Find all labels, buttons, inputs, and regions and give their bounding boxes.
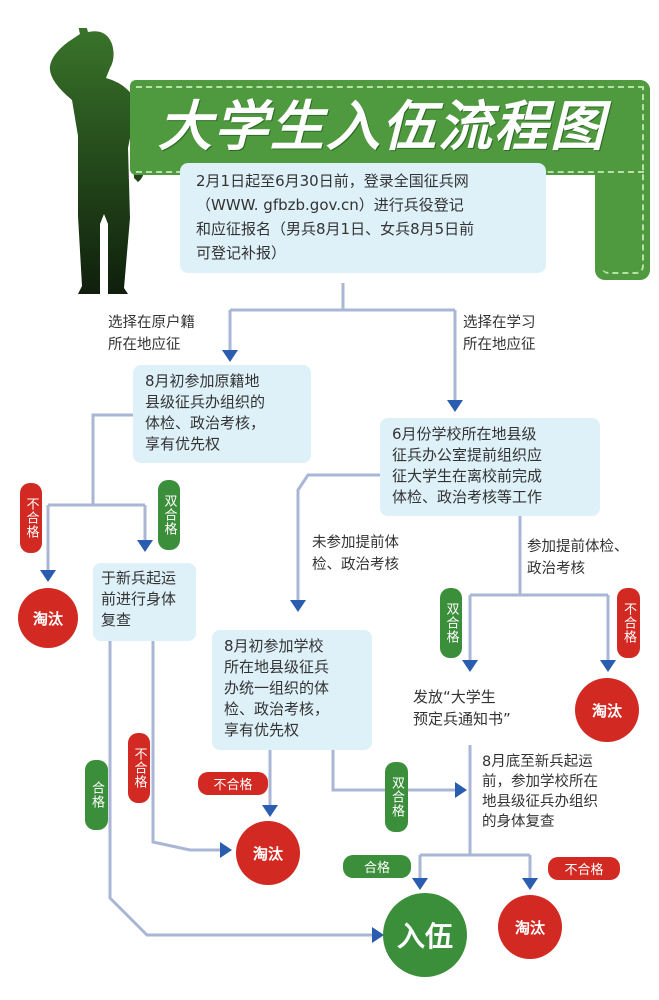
label-line: 未参加提前体	[312, 535, 399, 551]
arrow-down-icon	[222, 350, 238, 362]
eliminated-circle: 淘汰	[236, 821, 300, 885]
box-line: 征大学生在离校前完成	[392, 467, 543, 485]
enlist-circle: 入伍	[383, 893, 467, 977]
double-pass-badge: 双合格	[158, 480, 180, 550]
pass-badge: 合格	[343, 855, 411, 878]
label-line: 选择在原户籍	[108, 315, 195, 331]
fail-badge: 不合格	[20, 483, 42, 553]
box-line: 享有优先权	[224, 721, 300, 739]
title-banner	[130, 80, 650, 175]
label-line: 政治考核	[527, 561, 585, 577]
recheck-school-label: 8月底至新兵起运 前，参加学校所在 地县级征兵办组织 的身体复查	[482, 752, 598, 832]
arrow-down-icon	[447, 400, 463, 412]
connector	[228, 283, 457, 400]
label-line: 所在地应征	[108, 337, 181, 353]
box-line: 于新兵起运	[101, 569, 177, 587]
notice-label: 发放“大学生 预定兵通知书”	[413, 686, 511, 730]
fail-badge: 不合格	[548, 857, 620, 880]
arrow-down-icon	[600, 660, 616, 672]
connector	[151, 640, 220, 852]
connector	[108, 640, 382, 937]
double-pass-badge: 双合格	[440, 588, 462, 658]
label-line: 选择在学习	[463, 315, 536, 331]
eliminated-circle: 淘汰	[498, 895, 562, 959]
box-line: 县级征兵办组织的	[145, 393, 266, 411]
eliminated-circle: 淘汰	[18, 588, 78, 648]
box-line: 征兵办公室提前组织应	[392, 446, 543, 464]
pass-badge: 合格	[85, 760, 108, 830]
box-line: 8月初参加学校	[224, 637, 324, 655]
arrow-down-icon	[262, 805, 278, 817]
connector	[268, 750, 455, 805]
label-line: 地县级征兵办组织	[482, 794, 598, 810]
step-school-aug-box: 8月初参加学校 所在地县级征兵 办统一组织的体 检、政治考核， 享有优先权	[212, 630, 372, 750]
double-pass-badge: 双合格	[385, 762, 408, 832]
arrow-down-icon	[290, 600, 306, 612]
box-line: 复查	[101, 611, 132, 629]
branch-home-label: 选择在原户籍 所在地应征	[108, 312, 195, 356]
arrow-right-icon	[220, 842, 232, 858]
connector	[46, 413, 147, 570]
box-line: 体检、政治考核，	[145, 414, 266, 432]
box-line: 8月初参加原籍地	[145, 372, 260, 390]
step-recheck-home-box: 于新兵起运 前进行身体 复查	[93, 563, 196, 641]
box-line: 享有优先权	[145, 435, 221, 453]
step-school-june-box: 6月份学校所在地县级 征兵办公室提前组织应 征大学生在离校前完成 体检、政治考核…	[380, 418, 600, 516]
fail-badge: 不合格	[128, 733, 150, 803]
box-line: 2月1日起至6月30日前，登录全国征兵网	[196, 172, 469, 190]
not-joined-early-label: 未参加提前体 检、政治考核	[312, 532, 399, 576]
page-title: 大学生入伍流程图	[158, 95, 606, 158]
label-line: 发放“大学生	[413, 688, 496, 706]
label-line: 检、政治考核	[312, 557, 399, 573]
connector	[468, 515, 610, 660]
box-line: 和应征报名（男兵8月1日、女兵8月5日前	[196, 220, 475, 238]
branch-school-label: 选择在学习 所在地应征	[463, 312, 536, 356]
step-register-box: 2月1日起至6月30日前，登录全国征兵网 （WWW. gfbzb.gov.cn）…	[180, 163, 546, 273]
arrow-right-icon	[372, 927, 384, 943]
fail-badge: 不合格	[617, 588, 640, 658]
box-line: 检、政治考核，	[224, 700, 330, 718]
label-line: 前，参加学校所在	[482, 774, 598, 790]
banner-tab-dashed-border	[601, 86, 644, 274]
box-line: （WWW. gfbzb.gov.cn）进行兵役登记	[196, 196, 464, 214]
box-line: 前进行身体	[101, 590, 177, 608]
step-home-check-box: 8月初参加原籍地 县级征兵办组织的 体检、政治考核， 享有优先权	[133, 365, 311, 463]
arrow-down-icon	[40, 570, 56, 582]
label-line: 预定兵通知书”	[413, 710, 511, 728]
fail-badge: 不合格	[198, 772, 268, 795]
joined-early-label: 参加提前体检、 政治考核	[527, 536, 629, 580]
eliminated-circle: 淘汰	[575, 678, 639, 742]
connector	[418, 745, 532, 878]
arrow-down-icon	[462, 660, 478, 672]
arrow-down-icon	[522, 878, 538, 890]
box-line: 6月份学校所在地县级	[392, 425, 537, 443]
arrow-right-icon	[455, 782, 467, 798]
box-line: 所在地县级征兵	[224, 658, 330, 676]
saluting-soldier-silhouette	[49, 28, 145, 294]
arrow-down-icon	[137, 540, 153, 552]
box-line: 体检、政治考核等工作	[392, 488, 543, 506]
label-line: 的身体复查	[482, 814, 555, 830]
label-line: 参加提前体检、	[527, 539, 629, 555]
box-line: 可登记补报）	[196, 244, 287, 262]
label-line: 所在地应征	[463, 337, 536, 353]
connector	[296, 473, 380, 600]
box-line: 办统一组织的体	[224, 679, 330, 697]
label-line: 8月底至新兵起运	[482, 754, 593, 770]
arrow-down-icon	[412, 878, 428, 890]
